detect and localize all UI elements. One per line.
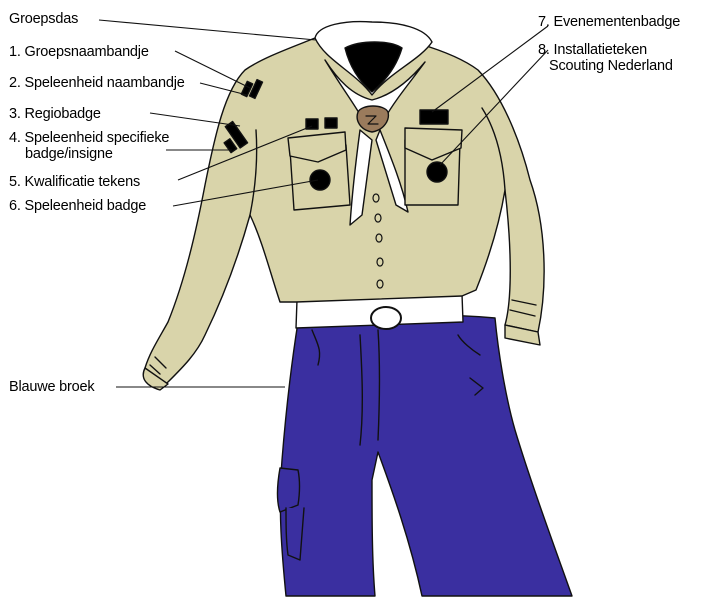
trousers — [280, 315, 572, 596]
belt-buckle — [371, 307, 401, 329]
kwalificatie-teken-2 — [325, 118, 337, 128]
label-speleenheid-specifieke-line1: 4. Speleenheid specifieke — [9, 130, 169, 146]
label-installatieteken-line2: Scouting Nederland — [538, 58, 673, 74]
label-evenementenbadge: 7. Evenementenbadge — [538, 14, 680, 30]
label-groepsnaambandje: 1. Groepsnaambandje — [9, 44, 149, 60]
label-groepsdas: Groepsdas — [9, 11, 78, 27]
speleenheid-badge — [310, 170, 330, 190]
label-speleenheid-badge: 6. Speleenheid badge — [9, 198, 146, 214]
label-speleenheid-specifieke-line2: badge/insigne — [9, 146, 169, 162]
label-blauwe-broek: Blauwe broek — [9, 379, 94, 395]
label-speleenheid-naambandje: 2. Speleenheid naambandje — [9, 75, 185, 91]
label-regiobadge: 3. Regiobadge — [9, 106, 101, 122]
installatieteken — [427, 162, 447, 182]
label-speleenheid-specifieke: 4. Speleenheid specifieke badge/insigne — [9, 130, 169, 162]
trouser-cargo-pocket — [277, 468, 299, 512]
label-kwalificatie-tekens: 5. Kwalificatie tekens — [9, 174, 140, 190]
label-installatieteken: 8. Installatieteken Scouting Nederland — [538, 42, 673, 74]
label-installatieteken-line1: 8. Installatieteken — [538, 42, 647, 58]
evenementenbadge — [420, 110, 448, 124]
